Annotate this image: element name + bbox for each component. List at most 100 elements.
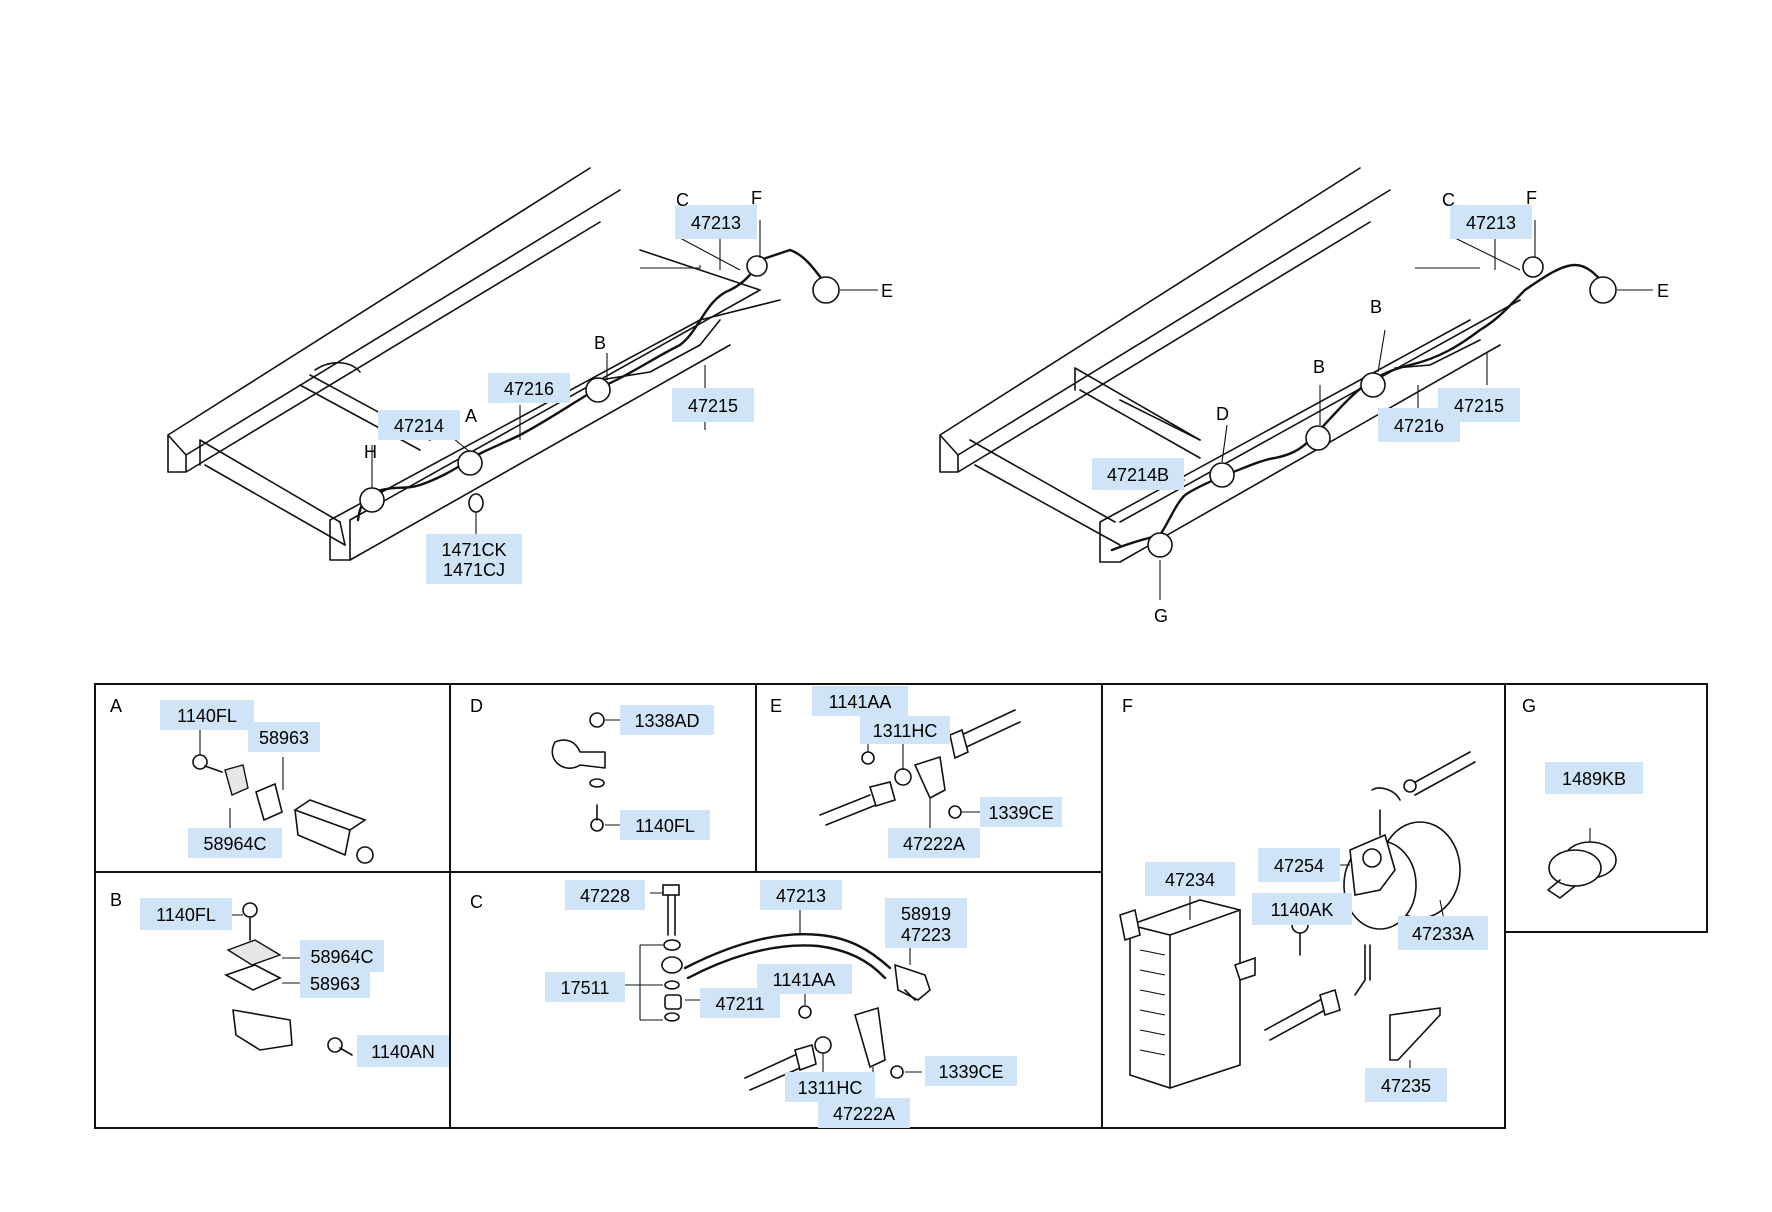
panel-letter-a: A	[110, 696, 122, 716]
panel-a-parts	[192, 728, 374, 864]
part-label: 47228	[565, 880, 645, 910]
svg-text:47213: 47213	[691, 213, 741, 233]
svg-text:1141AA: 1141AA	[829, 692, 892, 712]
svg-text:47216: 47216	[504, 379, 554, 399]
panel-f-parts	[1119, 751, 1476, 1089]
svg-text:1339CE: 1339CE	[938, 1062, 1003, 1082]
panel-d-parts	[551, 712, 620, 832]
panel-letter-f: F	[1122, 696, 1133, 716]
part-label: 17511	[545, 972, 625, 1002]
panel-letter-d: D	[470, 696, 483, 716]
svg-text:58964C: 58964C	[203, 834, 266, 854]
part-label: 47214	[378, 410, 460, 440]
part-label: 47215	[1438, 388, 1520, 422]
part-label: 1339CE	[925, 1056, 1017, 1086]
svg-text:47214: 47214	[394, 416, 444, 436]
callout-letter: D	[1216, 404, 1229, 424]
callout-letter: H	[364, 442, 377, 462]
callout-letter: C	[676, 190, 689, 210]
svg-text:1311HC: 1311HC	[873, 721, 938, 741]
svg-text:1140FL: 1140FL	[635, 816, 695, 836]
svg-text:47216: 47216	[1394, 416, 1444, 436]
svg-text:1140FL: 1140FL	[177, 706, 237, 726]
panel-letter-c: C	[470, 892, 483, 912]
svg-text:58963: 58963	[310, 974, 360, 994]
svg-text:47235: 47235	[1381, 1076, 1431, 1096]
svg-text:58919: 58919	[901, 904, 951, 924]
svg-text:47215: 47215	[1454, 396, 1504, 416]
part-label: 47222A	[818, 1098, 910, 1128]
part-label: 47215	[672, 388, 754, 422]
part-label: 1140FL	[160, 700, 254, 730]
svg-text:1471CJ: 1471CJ	[443, 560, 505, 580]
frame-assembly-right	[939, 167, 1653, 600]
svg-text:1339CE: 1339CE	[988, 803, 1053, 823]
part-label: 58963	[300, 968, 370, 998]
part-label: 47216	[488, 373, 570, 403]
svg-text:1471CK: 1471CK	[441, 540, 506, 560]
part-label: 47235	[1365, 1068, 1447, 1102]
part-label: 47233A	[1398, 916, 1488, 950]
frame-assembly-left	[167, 167, 878, 561]
callout-letter: A	[465, 406, 477, 426]
svg-text:47211: 47211	[716, 994, 765, 1014]
svg-text:1140FL: 1140FL	[156, 905, 216, 925]
panel-letter-e: E	[770, 696, 782, 716]
detail-panels	[94, 683, 1708, 1129]
svg-text:1141AA: 1141AA	[773, 970, 836, 990]
svg-text:17511: 17511	[561, 978, 610, 998]
part-label: 1339CE	[980, 797, 1062, 827]
part-label: 1489KB	[1545, 762, 1643, 794]
part-label: 58964C	[188, 828, 282, 858]
panel-c-parts	[625, 884, 931, 1100]
svg-text:1140AK: 1140AK	[1271, 900, 1334, 920]
callout-letter: B	[1370, 297, 1382, 317]
callout-letter: F	[1526, 188, 1537, 208]
svg-text:47222A: 47222A	[903, 834, 965, 854]
part-label: 47254	[1258, 848, 1340, 882]
svg-text:47228: 47228	[580, 886, 630, 906]
callout-letter: G	[1154, 606, 1168, 626]
callout-letter: B	[594, 333, 606, 353]
part-label: 47213	[1450, 205, 1532, 239]
callout-letters: C F E B A H C F E B B D G A B C D E F G	[110, 188, 1669, 912]
svg-text:58964C: 58964C	[310, 947, 373, 967]
part-label: 47222A	[888, 828, 980, 858]
svg-text:47223: 47223	[901, 925, 951, 945]
part-label: 47234	[1145, 862, 1235, 896]
svg-text:1338AD: 1338AD	[634, 711, 699, 731]
svg-text:47222A: 47222A	[833, 1104, 895, 1124]
svg-text:1140AN: 1140AN	[371, 1042, 435, 1062]
part-label: 47214B	[1092, 458, 1184, 490]
part-label: 58964C	[300, 940, 384, 972]
part-label: 1141AA	[757, 964, 852, 994]
part-label: 1311HC	[860, 716, 950, 744]
part-label: 1311HC	[785, 1072, 875, 1102]
svg-text:47233A: 47233A	[1412, 924, 1474, 944]
svg-text:1311HC: 1311HC	[798, 1078, 863, 1098]
svg-text:58963: 58963	[259, 728, 309, 748]
part-label: 1338AD	[620, 705, 714, 735]
panel-g-parts	[1547, 828, 1617, 899]
panel-b-parts	[224, 902, 370, 1056]
svg-text:1489KB: 1489KB	[1562, 769, 1626, 789]
svg-text:47213: 47213	[776, 886, 826, 906]
callout-letter: F	[751, 188, 762, 208]
callout-letter: B	[1313, 357, 1325, 377]
part-label: 47213	[675, 205, 757, 239]
part-label: 1141AA	[812, 686, 908, 716]
callout-letter: E	[881, 281, 893, 301]
svg-text:47234: 47234	[1165, 870, 1215, 890]
svg-text:47213: 47213	[1466, 213, 1516, 233]
part-label: 1140AN	[357, 1035, 449, 1067]
part-label: 1140FL	[620, 810, 710, 840]
panel-letter-g: G	[1522, 696, 1536, 716]
callout-letter: C	[1442, 190, 1455, 210]
svg-text:47214B: 47214B	[1107, 465, 1169, 485]
part-label: 47213	[760, 880, 842, 910]
part-label: 58963	[248, 722, 320, 752]
